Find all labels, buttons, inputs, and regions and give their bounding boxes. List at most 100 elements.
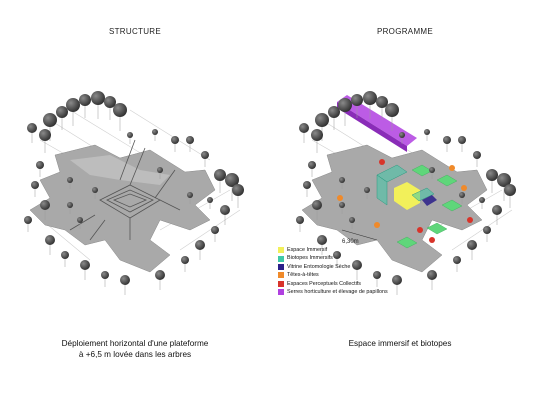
legend-swatch xyxy=(278,247,284,254)
tree-icon xyxy=(303,181,311,189)
tree-icon xyxy=(399,132,405,138)
panel-title-structure: STRUCTURE xyxy=(108,27,162,36)
tree-icon xyxy=(66,98,80,112)
legend-item: Espaces Perceptuels Collectifs xyxy=(278,280,388,288)
tree-icon xyxy=(186,136,194,144)
green-boxes xyxy=(396,164,463,249)
legend-label: Espace Immersif xyxy=(287,247,328,253)
biotopes xyxy=(376,164,435,206)
tree-icon xyxy=(392,275,402,285)
tree-icon xyxy=(232,184,244,196)
tree-icon xyxy=(312,200,322,210)
tree-icon xyxy=(453,256,461,264)
collective-spots xyxy=(379,159,473,243)
tree-icon xyxy=(427,270,437,280)
tree-icon xyxy=(157,167,163,173)
tree-icon xyxy=(220,205,230,215)
tete-a-tete-spots xyxy=(337,165,467,228)
tree-icon xyxy=(317,235,327,245)
tree-icon xyxy=(80,260,90,270)
tree-icon xyxy=(296,216,304,224)
central-structure xyxy=(69,139,181,241)
tree-icon xyxy=(473,151,481,159)
tree-icon xyxy=(195,240,205,250)
tree-icon xyxy=(171,136,179,144)
trees-left xyxy=(24,91,244,295)
caption-structure-line2: à +6,5 m lovée dans les arbres xyxy=(78,350,192,359)
tree-icon xyxy=(31,181,39,189)
panel-title-programme: PROGRAMME xyxy=(376,27,434,36)
tree-icon xyxy=(429,167,435,173)
tree-icon xyxy=(497,173,511,187)
tree-icon xyxy=(120,275,130,285)
tree-icon xyxy=(328,106,340,118)
tree-icon xyxy=(338,98,352,112)
tree-icon xyxy=(27,123,37,133)
tree-icon xyxy=(91,91,105,105)
legend-label: Espaces Perceptuels Collectifs xyxy=(287,280,362,287)
tree-icon xyxy=(339,202,345,208)
tree-icon xyxy=(504,184,516,196)
tree-icon xyxy=(201,151,209,159)
tree-icon xyxy=(458,136,466,144)
tree-icon xyxy=(363,91,377,105)
tree-icon xyxy=(155,270,165,280)
tree-icon xyxy=(67,202,73,208)
tree-icon xyxy=(152,129,158,135)
tree-icon xyxy=(225,173,239,187)
tree-icon xyxy=(479,197,485,203)
tree-icon xyxy=(113,103,127,117)
trees-right xyxy=(296,91,516,295)
tree-icon xyxy=(308,161,316,169)
legend-item: Serres horticulture et élevage de papill… xyxy=(278,288,388,296)
tree-icon xyxy=(79,94,91,106)
tree-icon xyxy=(104,96,116,108)
programme-diagram xyxy=(296,91,516,295)
tree-icon xyxy=(385,103,399,117)
legend-item: Vitrine Entomologie Sèche xyxy=(278,263,388,271)
tree-icon xyxy=(424,129,430,135)
tree-icon xyxy=(349,217,355,223)
legend-label: Vitrine Entomologie Sèche xyxy=(287,263,351,270)
dimension-label: 6,30m xyxy=(342,239,359,245)
legend-item: Têtes-à-têtes xyxy=(278,271,388,279)
caption-structure-line1: Déploiement horizontal d'une plateforme xyxy=(61,339,209,348)
tree-icon xyxy=(467,240,477,250)
legend-item: Espace Immersif xyxy=(278,246,388,254)
tree-icon xyxy=(443,136,451,144)
tree-icon xyxy=(459,192,465,198)
tree-icon xyxy=(207,197,213,203)
tree-icon xyxy=(486,169,498,181)
caption-structure: Déploiement horizontal d'une plateforme … xyxy=(30,338,240,360)
structure-diagram xyxy=(24,91,244,295)
legend-label: Serres horticulture et élevage de papill… xyxy=(287,289,388,296)
tree-icon xyxy=(492,205,502,215)
tree-icon xyxy=(483,226,491,234)
tree-icon xyxy=(214,169,226,181)
tree-icon xyxy=(67,177,73,183)
legend-swatch xyxy=(278,289,284,296)
tree-icon xyxy=(376,96,388,108)
tree-icon xyxy=(43,113,57,127)
tree-icon xyxy=(77,217,83,223)
tree-icon xyxy=(315,113,329,127)
tree-icon xyxy=(187,192,193,198)
tree-icon xyxy=(333,251,341,259)
legend-swatch xyxy=(278,272,284,279)
caption-programme: Espace immersif et biotopes xyxy=(348,339,452,348)
tree-icon xyxy=(311,129,323,141)
tree-icon xyxy=(101,271,109,279)
tree-icon xyxy=(24,216,32,224)
legend-swatch xyxy=(278,264,284,271)
immersive-space xyxy=(394,182,420,210)
tree-icon xyxy=(36,161,44,169)
tree-icon xyxy=(373,271,381,279)
legend-item: Biotopes Immersifs xyxy=(278,254,388,262)
tree-icon xyxy=(56,106,68,118)
tree-icon xyxy=(352,260,362,270)
tree-icon xyxy=(40,200,50,210)
legend-swatch xyxy=(278,280,284,287)
tree-icon xyxy=(92,187,98,193)
tree-icon xyxy=(181,256,189,264)
